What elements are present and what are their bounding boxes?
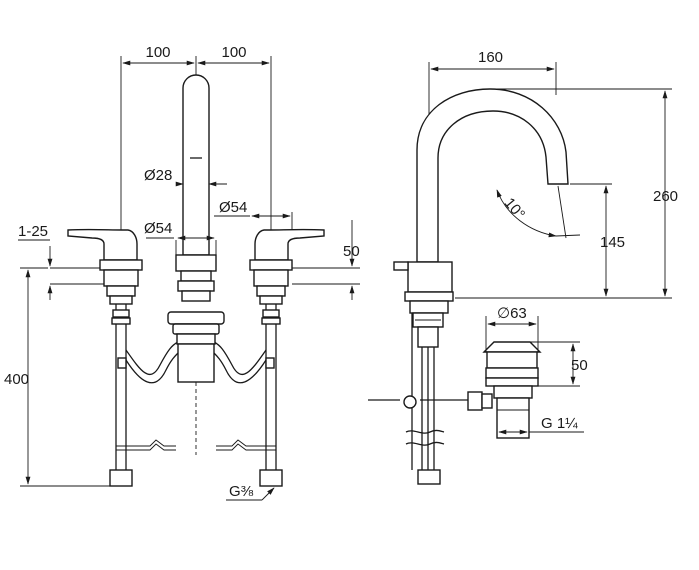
- waste-valve: [482, 341, 542, 439]
- dim-spout-diameter: Ø28: [144, 167, 172, 184]
- dim-waste-thread: G 1¼: [541, 415, 578, 432]
- dim-total-height: 260: [653, 188, 678, 205]
- front-view: 100 100 Ø28 Ø54 Ø54: [4, 44, 360, 501]
- dim-outlet-height: 145: [600, 234, 625, 251]
- dim-connection-thread: G⅜: [229, 483, 254, 500]
- right-hose: [259, 304, 283, 487]
- right-handle: [249, 228, 325, 305]
- dim-waste-height: 50: [571, 357, 588, 374]
- dim-right-spacing: 100: [221, 44, 246, 61]
- spout-front: [175, 74, 217, 302]
- mixer-body: [167, 311, 225, 455]
- dim-left-spacing: 100: [145, 44, 170, 61]
- left-hose: [109, 304, 133, 487]
- spacing-dimension: 100 100: [120, 44, 272, 250]
- dim-base-diameter: Ø54: [144, 220, 172, 237]
- dim-handle-height: 50: [343, 243, 360, 260]
- dim-waste-diameter: ∅63: [497, 305, 527, 322]
- spout-side: [416, 88, 569, 263]
- dim-deck-thickness: 1-25: [18, 223, 48, 240]
- side-view: 160 260 145: [368, 49, 678, 485]
- dim-outlet-angle: 10°: [501, 195, 529, 223]
- dim-handle-base-diameter: Ø54: [219, 199, 247, 216]
- dim-hose-length: 400: [4, 371, 29, 388]
- left-handle: [67, 228, 143, 305]
- dim-spout-reach: 160: [478, 49, 503, 66]
